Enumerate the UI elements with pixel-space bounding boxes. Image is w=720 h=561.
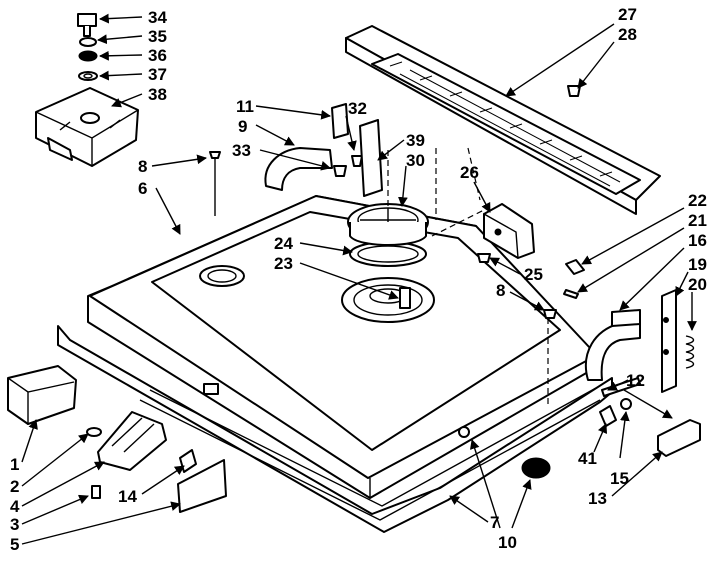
callout-4: 4	[10, 497, 20, 516]
assembly-lines	[387, 147, 549, 406]
callout-39: 39	[406, 131, 425, 150]
callout-34: 34	[148, 8, 167, 27]
callout-20: 20	[688, 275, 707, 294]
callout-24: 24	[274, 234, 293, 253]
callout-23: 23	[274, 254, 293, 273]
ignition-module	[483, 203, 535, 259]
callout-12: 12	[626, 371, 645, 390]
callout-2: 2	[10, 477, 19, 496]
callout-28: 28	[618, 25, 637, 44]
left-bracket	[7, 365, 77, 425]
callout-3: 3	[10, 515, 19, 534]
callout-8-right: 8	[496, 281, 505, 300]
callout-9: 9	[238, 117, 247, 136]
callout-21: 21	[688, 211, 707, 230]
callout-10: 10	[498, 533, 517, 552]
callout-15: 15	[610, 469, 629, 488]
left-hinge-bracket	[264, 147, 333, 191]
small-brackets	[331, 103, 383, 197]
right-hinge-bracket	[585, 309, 641, 381]
callout-41: 41	[578, 449, 597, 468]
cooktop	[87, 195, 601, 521]
callout-5: 5	[10, 535, 19, 554]
right-side-parts	[458, 259, 701, 479]
callout-13: 13	[588, 489, 607, 508]
callout-30: 30	[406, 151, 425, 170]
callout-1: 1	[10, 455, 19, 474]
callout-11: 11	[236, 97, 254, 116]
callout-14: 14	[118, 487, 137, 506]
callout-37: 37	[148, 65, 167, 84]
callout-7: 7	[490, 513, 499, 532]
leader-lines	[21, 13, 697, 545]
callout-8-left: 8	[138, 157, 147, 176]
screws	[209, 85, 581, 319]
callout-36: 36	[148, 46, 167, 65]
callout-25: 25	[524, 265, 543, 284]
callout-35: 35	[148, 27, 167, 46]
rear-vent-trim	[345, 25, 661, 215]
callout-22: 22	[688, 191, 707, 210]
burner-assembly	[341, 203, 435, 323]
callout-27: 27	[618, 5, 637, 24]
callout-19: 19	[688, 255, 707, 274]
callout-33: 33	[232, 141, 251, 160]
callout-32: 32	[348, 99, 367, 118]
callout-6: 6	[138, 179, 147, 198]
callout-38: 38	[148, 85, 167, 104]
callout-labels: 34 35 36 37 38 8 6 11 9 32 33 39 30 24 2…	[10, 5, 707, 554]
callout-16: 16	[688, 231, 707, 250]
callout-26: 26	[460, 163, 479, 182]
top-left-module	[35, 13, 139, 167]
